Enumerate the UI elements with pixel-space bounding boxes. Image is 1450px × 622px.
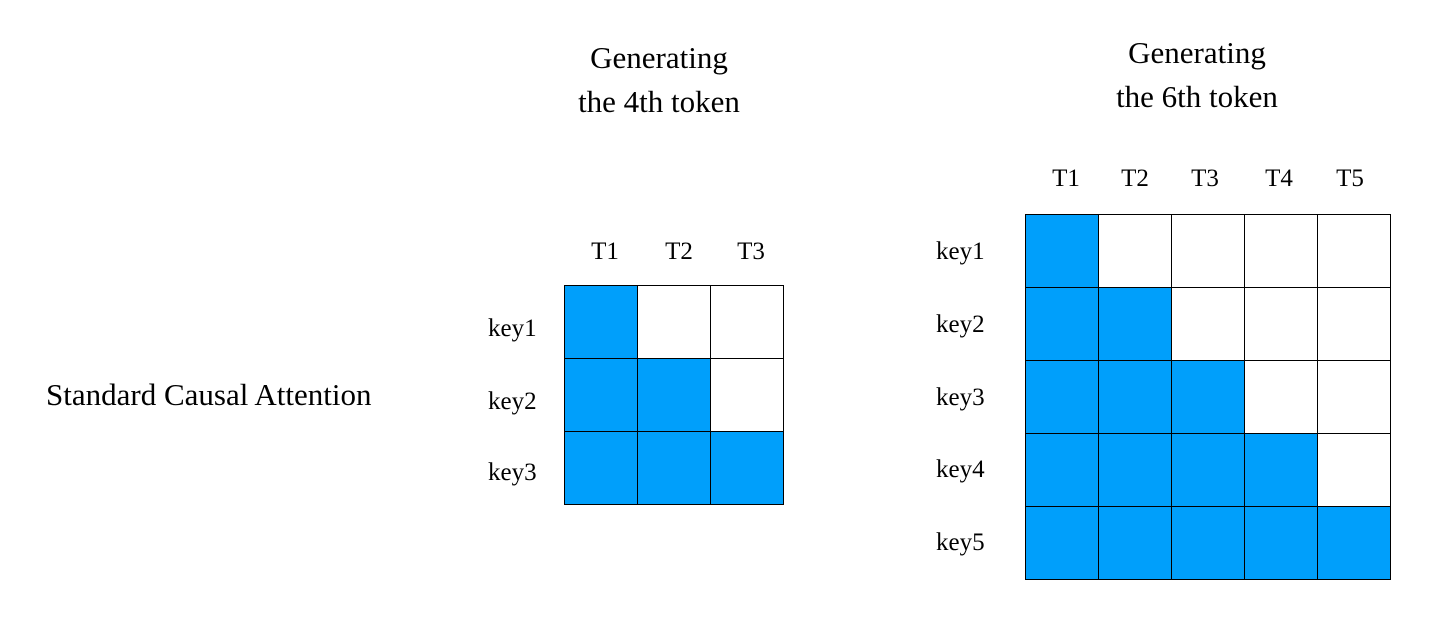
attended-cell [711,432,783,504]
masked-cell [1318,288,1390,360]
mask-grid [1025,214,1391,580]
column-header: T5 [1336,165,1364,192]
attended-cell [638,432,710,504]
attended-cell [565,432,637,504]
column-header: T2 [665,238,693,265]
attended-cell [1172,507,1244,579]
attended-cell [1026,361,1098,433]
row-key-label: key5 [936,529,985,556]
attended-cell [1245,434,1317,506]
attended-cell [1099,361,1171,433]
mask-grid [564,285,784,505]
masked-cell [1172,288,1244,360]
row-key-label: key4 [936,456,985,483]
matrix-title-6th-token: Generating the 6th token [1077,31,1317,119]
attended-cell [638,359,710,431]
masked-cell [1245,215,1317,287]
column-header: T1 [591,238,619,265]
column-header: T1 [1052,165,1080,192]
attended-cell [1318,507,1390,579]
masked-cell [1318,361,1390,433]
attended-cell [1026,215,1098,287]
column-header: T4 [1265,165,1293,192]
attended-cell [1026,507,1098,579]
masked-cell [1245,361,1317,433]
matrix-title-4th-token: Generating the 4th token [539,36,779,124]
row-key-label: key1 [488,315,537,342]
masked-cell [711,286,783,358]
attended-cell [1026,434,1098,506]
column-header: T3 [1191,165,1219,192]
attended-cell [565,286,637,358]
masked-cell [1172,215,1244,287]
row-key-label: key3 [936,384,985,411]
row-key-label: key2 [488,388,537,415]
column-header: T3 [737,238,765,265]
attended-cell [1026,288,1098,360]
masked-cell [638,286,710,358]
masked-cell [711,359,783,431]
attended-cell [1099,434,1171,506]
masked-cell [1318,215,1390,287]
attended-cell [565,359,637,431]
row-label: Standard Causal Attention [46,377,372,412]
attended-cell [1172,434,1244,506]
attended-cell [1099,507,1171,579]
column-header: T2 [1121,165,1149,192]
masked-cell [1099,215,1171,287]
attended-cell [1245,507,1317,579]
row-key-label: key1 [936,238,985,265]
row-key-label: key2 [936,311,985,338]
row-key-label: key3 [488,459,537,486]
masked-cell [1318,434,1390,506]
attended-cell [1099,288,1171,360]
matrix-title-line1: Generating [1128,35,1266,70]
matrix-title-line2: the 6th token [1116,79,1278,114]
matrix-title-line1: Generating [590,40,728,75]
attended-cell [1172,361,1244,433]
masked-cell [1245,288,1317,360]
matrix-title-line2: the 4th token [578,84,740,119]
